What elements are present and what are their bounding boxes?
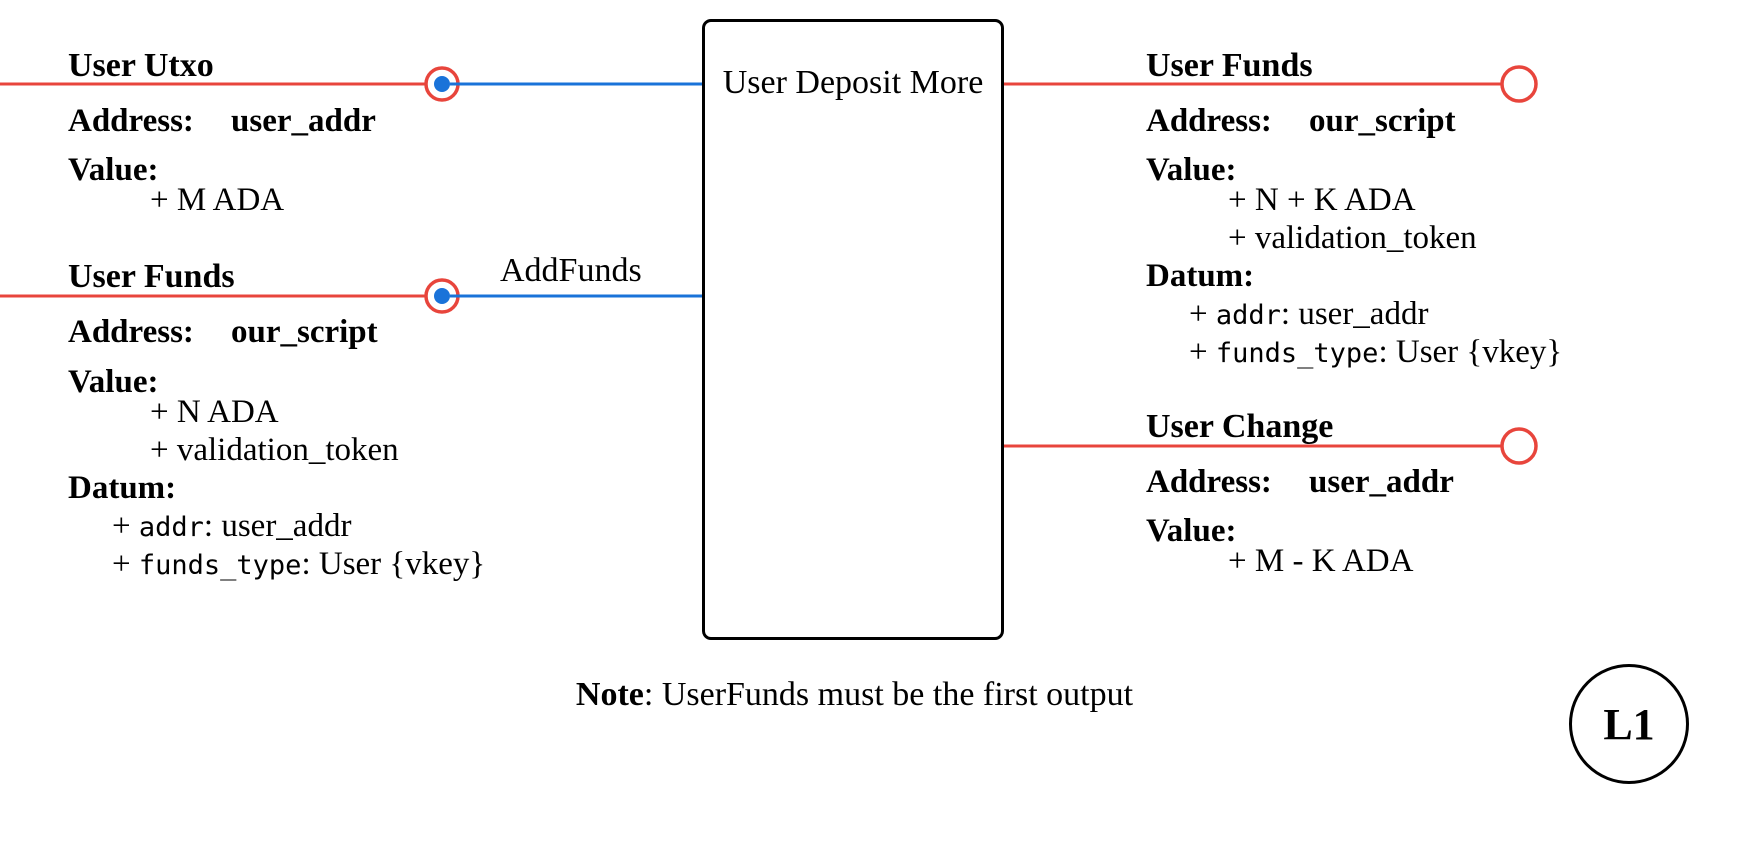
datum-line: + funds_type: User {vkey} xyxy=(1189,334,1563,370)
note-label: Note xyxy=(575,676,644,713)
input-title: User Utxo xyxy=(68,47,214,84)
address-value: our_script xyxy=(231,314,378,350)
datum-key: addr xyxy=(1215,300,1281,331)
value-label: Value: xyxy=(1146,152,1237,188)
unspent-change-marker xyxy=(1500,427,1538,465)
consumed-script-dot xyxy=(434,288,450,304)
value-line: + M ADA xyxy=(150,182,285,218)
value-line: + N + K ADA xyxy=(1228,182,1416,218)
address-value: user_addr xyxy=(1309,464,1454,500)
note-text: : UserFunds must be the first output xyxy=(643,676,1134,713)
datum-label: Datum: xyxy=(1146,258,1255,294)
value-line: + M - K ADA xyxy=(1228,543,1414,579)
redeemer-label: AddFunds xyxy=(500,252,642,289)
output-title: User Funds xyxy=(1146,47,1313,84)
address-label: Address: xyxy=(68,314,194,350)
datum-key: addr xyxy=(138,512,204,543)
value-label: Value: xyxy=(1146,513,1237,549)
value-label: Value: xyxy=(68,152,159,188)
note: Note: UserFunds must be the first output xyxy=(0,676,1709,714)
address-value: our_script xyxy=(1309,103,1456,139)
value-label: Value: xyxy=(68,364,159,400)
datum-key: funds_type xyxy=(1215,338,1379,369)
datum-label: Datum: xyxy=(68,470,177,506)
datum-key: funds_type xyxy=(138,550,302,581)
value-line: + validation_token xyxy=(150,432,399,468)
address-label: Address: xyxy=(1146,464,1272,500)
address-label: Address: xyxy=(68,103,194,139)
datum-line: + addr: user_addr xyxy=(112,508,352,544)
output-title: User Change xyxy=(1146,408,1334,445)
address-label: Address: xyxy=(1146,103,1272,139)
consumed-utxo-dot xyxy=(434,76,450,92)
unspent-output-marker xyxy=(1500,65,1538,103)
datum-line: + funds_type: User {vkey} xyxy=(112,546,486,582)
input-title: User Funds xyxy=(68,258,235,295)
datum-line: + addr: user_addr xyxy=(1189,296,1429,332)
address-value: user_addr xyxy=(231,103,376,139)
value-line: + N ADA xyxy=(150,394,279,430)
transaction-title: User Deposit More xyxy=(722,64,984,101)
transaction-box xyxy=(702,19,1004,640)
value-line: + validation_token xyxy=(1228,220,1477,256)
level-badge: L1 xyxy=(1569,664,1689,784)
